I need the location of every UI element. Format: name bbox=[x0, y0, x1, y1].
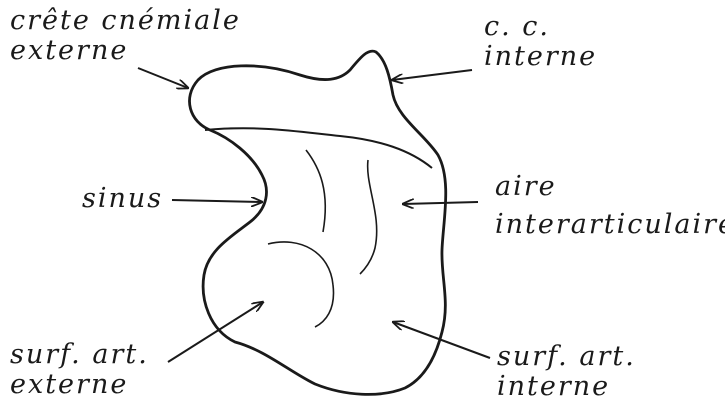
label-surf-externe-line2: externe bbox=[10, 370, 149, 400]
bone-outline bbox=[189, 51, 445, 394]
arrow-sinus bbox=[172, 200, 262, 202]
label-aire-line1: aire bbox=[495, 172, 725, 202]
label-surf-externe-line1: surf. art. bbox=[10, 340, 149, 370]
label-surf-interne-line2: interne bbox=[497, 372, 636, 402]
label-aire-interarticulaire: aire interarticulaire bbox=[495, 172, 725, 240]
label-sinus: sinus bbox=[82, 184, 163, 214]
arrow-surf-externe bbox=[168, 302, 263, 362]
label-crete-line2: externe bbox=[10, 36, 241, 66]
arrow-crete-externe bbox=[138, 68, 188, 88]
label-cc-line2: interne bbox=[484, 42, 597, 72]
arrow-surf-interne bbox=[393, 322, 490, 358]
label-surf-interne-line1: surf. art. bbox=[497, 342, 636, 372]
label-aire-line2: interarticulaire bbox=[495, 210, 725, 240]
label-cc-interne: c. c. interne bbox=[484, 12, 597, 72]
ridge-line-right bbox=[360, 160, 377, 274]
label-sinus-text: sinus bbox=[82, 184, 163, 214]
arrow-cc-interne bbox=[392, 70, 472, 80]
label-surf-art-externe: surf. art. externe bbox=[10, 340, 149, 400]
label-crete-line1: crête cnémiale bbox=[10, 6, 241, 36]
articular-surface-contour bbox=[268, 242, 334, 327]
arrow-aire bbox=[403, 202, 478, 204]
label-surf-art-interne: surf. art. interne bbox=[497, 342, 636, 402]
label-cc-line1: c. c. bbox=[484, 12, 597, 42]
label-crete-cnemiale-externe: crête cnémiale externe bbox=[10, 6, 241, 66]
ridge-line-left bbox=[306, 150, 325, 232]
